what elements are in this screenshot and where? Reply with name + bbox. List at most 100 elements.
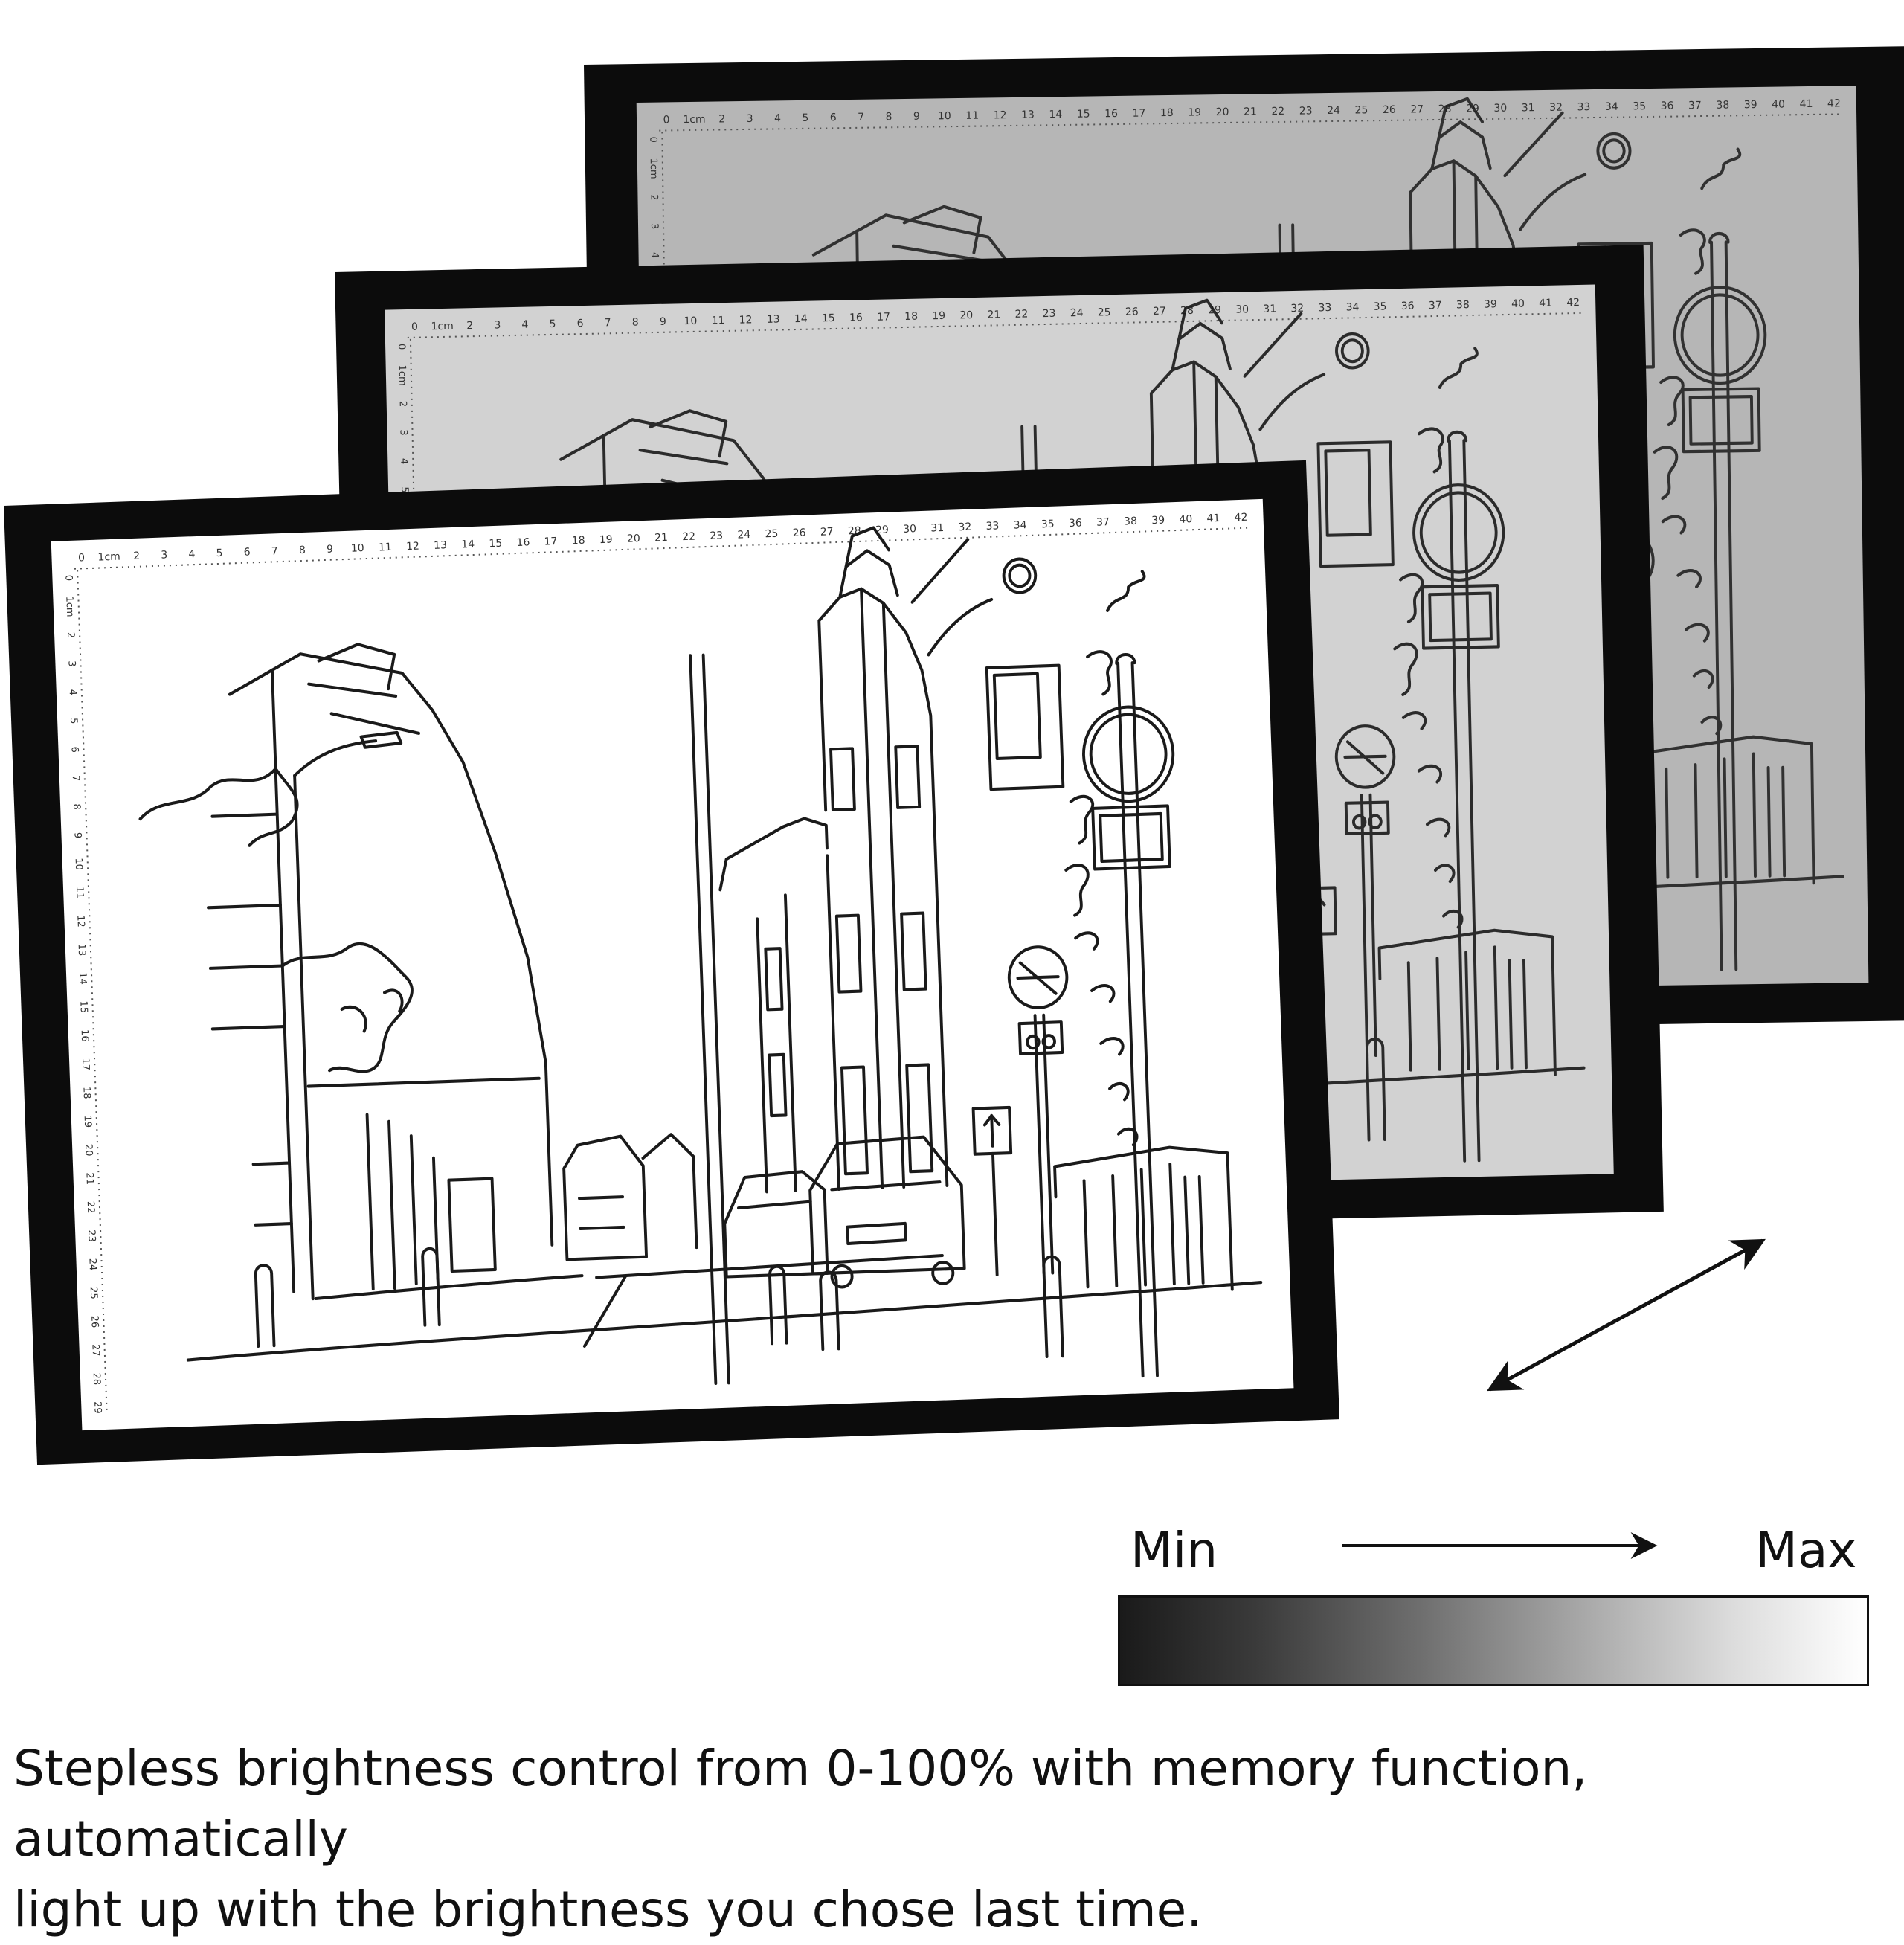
ruler-top-tick-label: 6 [576, 318, 583, 329]
ruler-top-tick-label: 8 [632, 316, 639, 328]
caption-line-2: light up with the brightness you chose l… [13, 1881, 1203, 1938]
ruler-top-tick-label: 7 [605, 317, 611, 329]
ruler-left-tick-label: 16 [79, 1029, 91, 1042]
ruler-left-tick-label: 5 [68, 718, 79, 724]
ruler-top-tick-label: 19 [599, 533, 613, 546]
ruler-top-tick-label: 38 [1456, 299, 1470, 311]
ruler-top-tick-label: 2 [718, 113, 725, 125]
ruler-top-tick-label: 1cm [97, 551, 120, 564]
ruler-top-tick-label: 5 [549, 318, 556, 330]
ruler-top-tick-label: 34 [1345, 301, 1359, 313]
ruler-top-tick-label: 23 [1042, 308, 1055, 320]
ruler-left-tick-label: 9 [71, 832, 83, 839]
ruler-top-tick-label: 13 [1021, 109, 1035, 121]
ruler-top-tick-label: 1cm [431, 321, 454, 333]
double-arrow-icon [1487, 1238, 1766, 1392]
ruler-top-tick-label: 22 [1271, 106, 1284, 118]
ruler-top-tick-label: 0 [411, 321, 418, 333]
ruler-left-tick-label: 0 [647, 136, 658, 142]
ruler-top-tick-label: 26 [792, 527, 805, 539]
ruler-left-tick-label: 19 [82, 1115, 94, 1128]
ruler-left-tick-label: 3 [397, 429, 408, 436]
ruler-top-tick-label: 24 [1327, 105, 1340, 117]
caption: Stepless brightness control from 0-100% … [13, 1733, 1895, 1945]
ruler-top-tick-label: 3 [494, 319, 501, 331]
ruler-left-tick-label: 1cm [396, 364, 408, 385]
ruler-top-tick-label: 35 [1633, 100, 1646, 112]
ruler-top-tick-label: 34 [1605, 101, 1618, 113]
ruler-top-tick-label: 39 [1151, 515, 1165, 527]
ruler-top-tick-label: 32 [958, 521, 971, 534]
ruler-top-tick-label: 27 [820, 526, 834, 539]
ruler-top-tick-label: 19 [1188, 106, 1201, 118]
ruler-top-tick-label: 10 [938, 110, 951, 122]
ruler-top-tick-label: 14 [461, 539, 475, 551]
ruler-top-tick-label: 24 [737, 529, 750, 541]
ruler-top-tick-label: 8 [299, 544, 306, 556]
ruler-left-tick-label: 23 [86, 1229, 97, 1242]
ruler-top-tick-label: 26 [1125, 306, 1139, 318]
ruler-left-tick-label: 1cm [63, 596, 75, 617]
min-label: Min [1130, 1522, 1218, 1579]
ruler-top-tick-label: 38 [1124, 515, 1137, 528]
ruler-top-tick-label: 6 [244, 546, 251, 558]
ruler-left-tick-label: 18 [80, 1087, 92, 1099]
ruler-top-tick-label: 4 [774, 112, 781, 124]
ruler-top-tick-label: 12 [406, 541, 419, 553]
ruler-top-tick-label: 15 [1077, 109, 1090, 120]
ruler-top-tick-label: 31 [930, 522, 944, 535]
ruler-top-tick-label: 1cm [683, 114, 705, 126]
ruler-top-tick-label: 13 [767, 313, 780, 325]
ruler-top-tick-label: 23 [710, 530, 723, 542]
ruler-top-tick-label: 18 [1160, 107, 1174, 119]
ruler-top-tick-label: 6 [830, 112, 837, 123]
ruler-top-tick-label: 37 [1429, 300, 1442, 312]
ruler-top-tick-label: 32 [1549, 102, 1563, 114]
ruler-top-tick-label: 16 [849, 312, 863, 324]
ruler-top-tick-label: 37 [1688, 100, 1702, 112]
ruler-top-tick-label: 31 [1263, 303, 1276, 315]
ruler-top-tick-label: 9 [327, 544, 333, 556]
ruler-top-tick-label: 40 [1772, 98, 1785, 110]
ruler-top-tick-label: 16 [516, 536, 530, 549]
ruler-left-tick-label: 2 [397, 401, 408, 408]
ruler-left-tick-label: 3 [65, 660, 77, 667]
ruler-top-tick-label: 11 [379, 541, 392, 554]
ruler-top-tick-label: 22 [1014, 308, 1028, 320]
ruler-left-tick-label: 26 [89, 1315, 100, 1328]
ruler-top-tick-label: 2 [466, 320, 473, 332]
ruler-top-tick-label: 10 [684, 315, 697, 327]
ruler-top-tick-label: 22 [682, 531, 695, 544]
ruler-top-tick-label: 42 [1827, 97, 1841, 109]
ruler-left-tick-label: 4 [398, 458, 409, 465]
ruler-top-tick-label: 21 [654, 532, 668, 544]
ruler-left-tick-label: 24 [86, 1258, 98, 1271]
ruler-left-tick-label: 0 [62, 575, 74, 582]
ruler-top-tick-label: 15 [822, 312, 835, 324]
ruler-left-tick-label: 15 [77, 1000, 89, 1013]
ruler-top-tick-label: 18 [904, 311, 918, 323]
ruler-left-tick-label: 29 [91, 1401, 103, 1414]
caption-line-1: Stepless brightness control from 0-100% … [13, 1740, 1588, 1868]
ruler-top-tick-label: 19 [932, 310, 945, 322]
ruler-top-tick-label: 12 [739, 314, 753, 326]
ruler-top-tick-label: 21 [1244, 106, 1257, 118]
ruler-top-tick-label: 17 [877, 311, 890, 323]
ruler-top-line [659, 113, 1842, 132]
ruler-top-tick-label: 11 [965, 110, 979, 122]
ruler-top-tick-label: 4 [521, 319, 528, 331]
ruler-top-tick-label: 42 [1566, 297, 1580, 309]
ruler-top-tick-label: 9 [913, 111, 920, 123]
ruler-top-tick-label: 20 [959, 309, 973, 321]
ruler-top-tick-label: 18 [571, 535, 585, 547]
ruler-top-tick-label: 41 [1206, 512, 1220, 525]
ruler-top-tick-label: 39 [1744, 99, 1757, 111]
ruler-top-tick-label: 10 [351, 542, 364, 555]
ruler-top-tick-label: 30 [1235, 303, 1249, 315]
ruler-top-tick-label: 26 [1383, 104, 1396, 116]
ruler-top-tick-label: 34 [1013, 519, 1026, 532]
ruler-top-tick-label: 27 [1410, 103, 1424, 115]
ruler-top-tick-label: 37 [1096, 516, 1110, 529]
ruler-top-tick-label: 16 [1104, 108, 1118, 120]
